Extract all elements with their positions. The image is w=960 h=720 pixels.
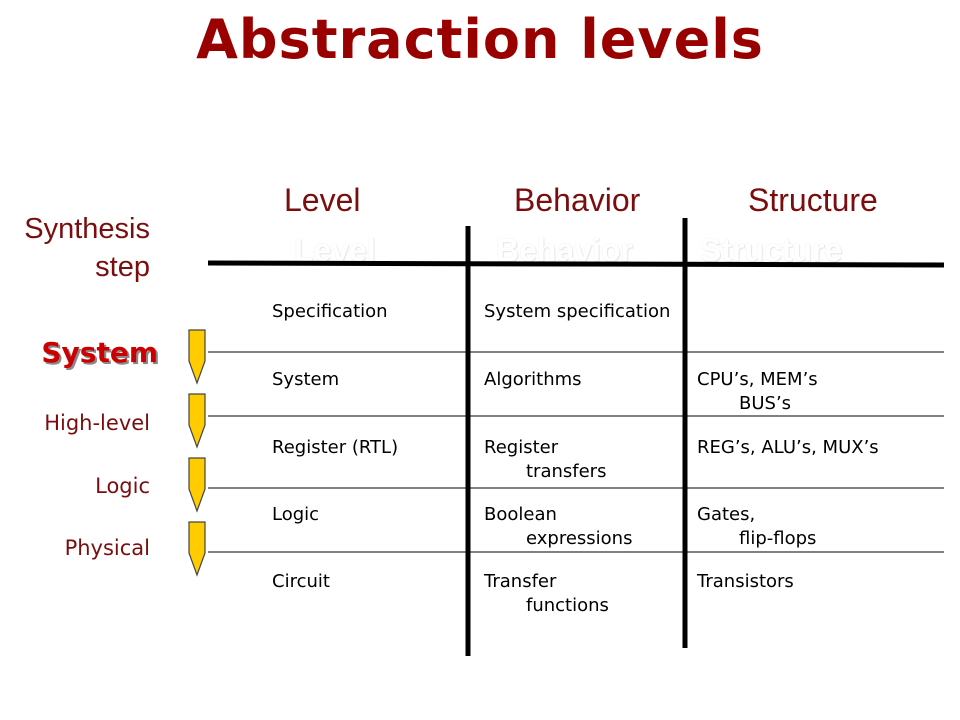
cell-behavior-register: Register transfers — [484, 436, 606, 484]
cell-level-circuit: Circuit — [272, 571, 330, 592]
header-rule — [207, 260, 945, 268]
cell-line: REG’s, ALU’s, MUX’s — [697, 437, 879, 458]
down-arrow-icon — [188, 329, 206, 385]
cell-level-system: System — [272, 369, 340, 390]
cell-structure-register: REG’s, ALU’s, MUX’s — [697, 436, 879, 460]
cell-line: CPU’s, MEM’s — [697, 369, 818, 390]
cell-line: functions — [526, 595, 609, 616]
cell-line: Gates, — [697, 504, 756, 525]
column-header-structure: Structure — [748, 182, 878, 218]
step-label-physical: Physical — [64, 536, 150, 560]
synthesis-step-line2: step — [95, 251, 150, 283]
step-label-logic: Logic — [95, 474, 150, 498]
cell-line: Algorithms — [484, 369, 582, 390]
step-label-high-level: High-level — [44, 411, 150, 435]
down-arrow-icon — [188, 521, 206, 577]
column-header-level: Level — [284, 182, 361, 218]
step-label-system: System — [41, 336, 158, 369]
cell-line: Transistors — [697, 571, 794, 592]
cell-behavior-logic: Boolean expressions — [484, 503, 632, 551]
cell-behavior-system: Algorithms — [484, 368, 582, 392]
cell-behavior-circuit: Transfer functions — [484, 570, 609, 618]
cell-behavior-specification: System specification — [484, 300, 670, 324]
page-title: Abstraction levels — [196, 8, 764, 71]
cell-line: flip-flops — [739, 528, 817, 549]
synthesis-step-line1: Synthesis — [24, 213, 150, 245]
cell-line: System specification — [484, 301, 671, 322]
cell-level-specification: Specification — [272, 301, 388, 322]
cell-line: Register — [484, 437, 559, 458]
cell-line: Transfer — [484, 571, 557, 592]
cell-structure-system: CPU’s, MEM’s BUS’s — [697, 368, 818, 416]
cell-line: BUS’s — [739, 393, 792, 414]
cell-structure-circuit: Transistors — [697, 570, 794, 594]
cell-level-logic: Logic — [272, 504, 320, 525]
down-arrow-icon — [188, 457, 206, 513]
cell-level-register: Register (RTL) — [272, 437, 399, 458]
cell-line: transfers — [526, 461, 607, 482]
cell-line: Boolean — [484, 504, 557, 525]
cell-structure-logic: Gates, flip-flops — [697, 503, 816, 551]
cell-line: expressions — [526, 528, 633, 549]
synthesis-step-label: Synthesis step — [8, 210, 150, 286]
column-header-behavior: Behavior — [514, 182, 641, 218]
down-arrow-icon — [188, 393, 206, 449]
